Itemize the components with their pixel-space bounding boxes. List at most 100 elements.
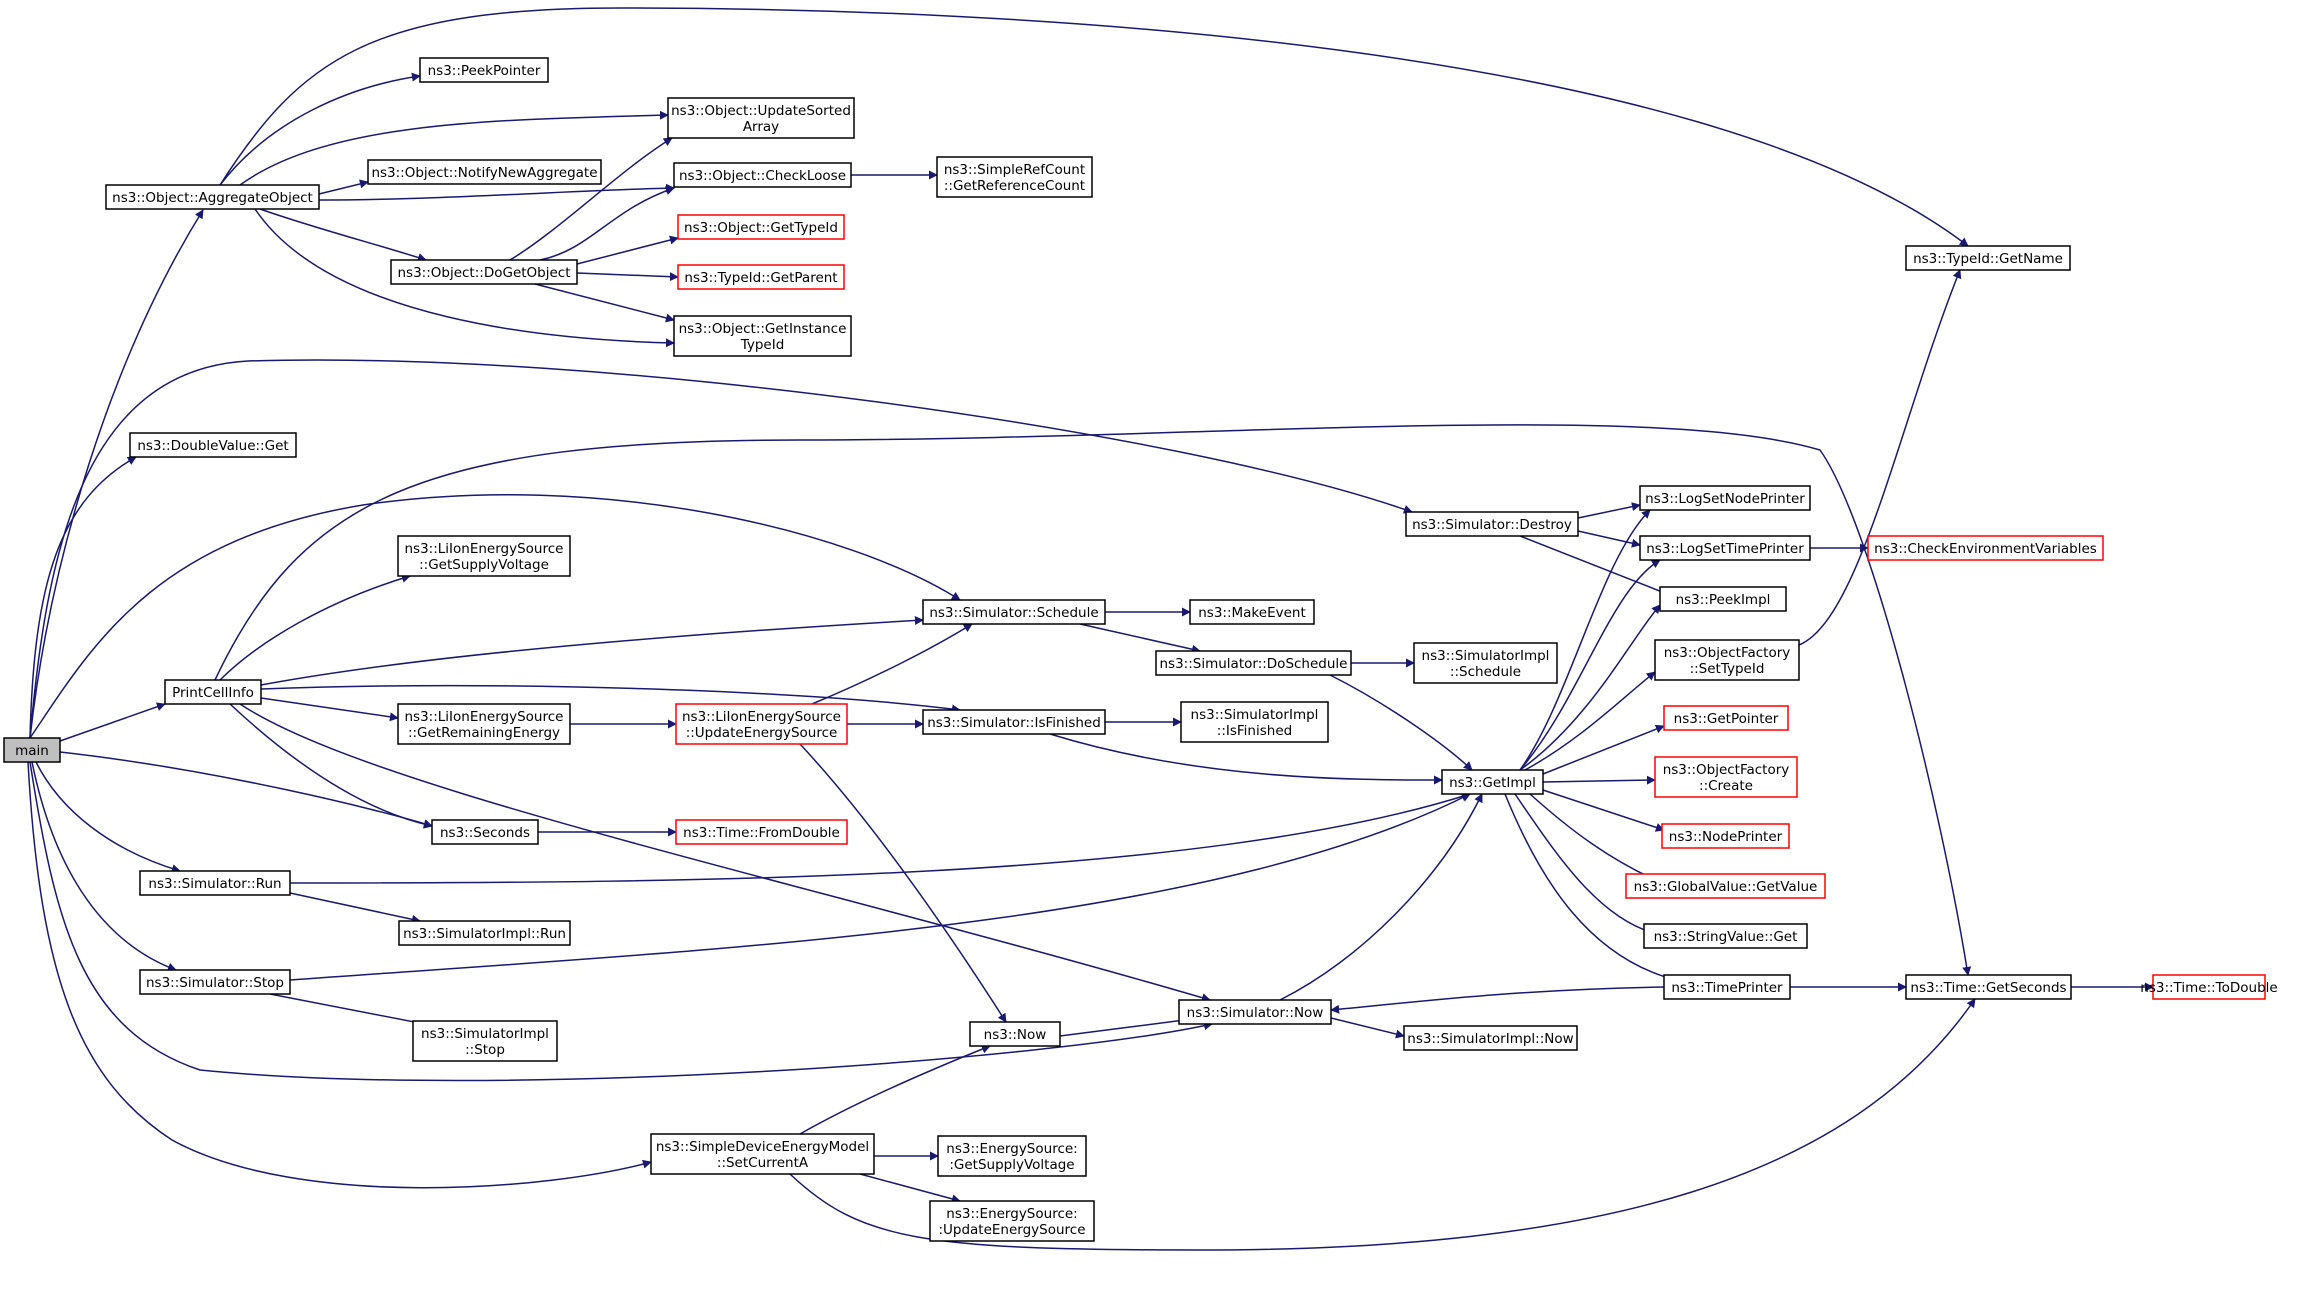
node-getseconds[interactable]: ns3::Time::GetSeconds [1905,974,2072,1000]
node-peekimpl[interactable]: ns3::PeekImpl [1659,586,1787,612]
node-checkloose[interactable]: ns3::Object::CheckLoose [673,162,852,188]
node-label: ns3::Object::GetInstance [679,321,847,337]
node-simsched[interactable]: ns3::Simulator::Schedule [922,599,1106,625]
node-box [1905,245,2071,271]
edge-aggregate-to-peekptr [219,72,421,186]
node-label: PrintCellInfo [172,685,254,701]
edge-simrun-to-getimpl [289,792,1471,884]
node-box [164,679,262,705]
edge-aggregate-to-notify [318,179,369,195]
node-label: ns3::LogSetTimePrinter [1646,541,1804,557]
node-label: ns3::EnergySource: [946,1206,1077,1222]
edge-liionupd-to-simsched [811,623,973,705]
node-peekptr[interactable]: ns3::PeekPointer [419,57,549,83]
edge-simsched-to-dosched [1079,623,1201,654]
node-simrun[interactable]: ns3::Simulator::Run [139,870,291,896]
edge-aggregate-to-dogetobj [259,208,427,262]
node-box [922,599,1106,625]
node-label: ns3::ObjectFactory [1663,762,1790,778]
node-simstop[interactable]: ns3::Simulator::Stop [139,969,291,995]
node-label: ns3::Time::FromDouble [683,825,840,841]
edge-printcell-to-simnow [239,703,1211,1003]
edge-ofsettype-to-typeidname [1798,269,1962,646]
node-notify[interactable]: ns3::Object::NotifyNewAggregate [367,159,602,185]
edge-simstop-to-simimplstop [269,993,441,1030]
node-label: ns3::CheckEnvironmentVariables [1874,541,2097,557]
node-gettypeid[interactable]: ns3::Object::GetTypeId [677,214,845,240]
edge-getimpl-to-svget [1514,793,1661,938]
node-dosched[interactable]: ns3::Simulator::DoSchedule [1155,650,1352,676]
node-isfinished[interactable]: ns3::Simulator::IsFinished [922,709,1106,735]
node-logtime[interactable]: ns3::LogSetTimePrinter [1639,535,1811,561]
node-liionvolt[interactable]: ns3::LiIonEnergySource::GetSupplyVoltage [397,535,571,577]
edge-sdem-to-esupd [859,1173,961,1204]
node-simimplnow[interactable]: ns3::SimulatorImpl::Now [1403,1025,1578,1051]
node-label: ::GetSupplyVoltage [419,557,549,573]
node-seconds[interactable]: ns3::Seconds [431,819,539,845]
node-simimplrun[interactable]: ns3::SimulatorImpl::Run [398,920,571,946]
node-typeidname[interactable]: ns3::TypeId::GetName [1905,245,2071,271]
node-label: ns3::Simulator::Run [148,876,281,892]
node-timeprinter[interactable]: ns3::TimePrinter [1663,974,1791,1000]
node-box [1659,586,1787,612]
node-label: ::IsFinished [1217,723,1292,739]
node-label: main [15,743,49,759]
node-ofsettype[interactable]: ns3::ObjectFactory::SetTypeId [1654,639,1800,681]
edge-main-to-simsched [29,493,961,739]
node-todouble[interactable]: ns3::Time::ToDouble [2140,974,2278,1000]
node-getpointer[interactable]: ns3::GetPointer [1663,705,1789,731]
node-simimplsched[interactable]: ns3::SimulatorImpl::Schedule [1413,642,1558,684]
node-getparent[interactable]: ns3::TypeId::GetParent [677,264,845,290]
node-label: ns3::SimulatorImpl [421,1026,549,1042]
node-box [937,1135,1087,1177]
node-label: ns3::SimulatorImpl::Now [1407,1031,1573,1047]
node-esupd[interactable]: ns3::EnergySource::UpdateEnergySource [929,1200,1095,1242]
node-dogetobj[interactable]: ns3::Object::DoGetObject [390,259,578,285]
edge-dogetobj-to-gettypeid [576,235,679,265]
node-label: ::GetRemainingEnergy [408,725,560,741]
node-simimplfin[interactable]: ns3::SimulatorImpl::IsFinished [1180,701,1329,743]
node-liionupd[interactable]: ns3::LiIonEnergySource::UpdateEnergySour… [675,703,848,745]
node-printcell[interactable]: PrintCellInfo [164,679,262,705]
node-sdem[interactable]: ns3::SimpleDeviceEnergyModel::SetCurrent… [650,1133,875,1175]
node-label: ns3::MakeEvent [1198,605,1306,621]
node-box [1661,823,1790,849]
node-ofcreate[interactable]: ns3::ObjectFactory::Create [1654,756,1798,798]
node-label: ns3::Seconds [440,825,530,841]
node-svget[interactable]: ns3::StringValue::Get [1643,923,1808,949]
node-liionrem[interactable]: ns3::LiIonEnergySource::GetRemainingEner… [397,703,571,745]
node-fromdouble[interactable]: ns3::Time::FromDouble [675,819,848,845]
node-now[interactable]: ns3::Now [969,1021,1061,1047]
node-aggregate[interactable]: ns3::Object::AggregateObject [105,184,320,210]
node-main[interactable]: main [3,737,61,763]
node-lognode[interactable]: ns3::LogSetNodePrinter [1639,485,1811,511]
edge-dosched-to-getimpl [1329,674,1473,771]
edge-printcell-to-simsched [260,615,924,686]
node-gvgetvalue[interactable]: ns3::GlobalValue::GetValue [1625,873,1826,899]
node-label: ns3::GetImpl [1449,775,1536,791]
node-simnow[interactable]: ns3::Simulator::Now [1178,999,1332,1025]
node-label: TypeId [740,337,785,353]
node-checkenv[interactable]: ns3::CheckEnvironmentVariables [1867,535,2104,561]
node-simimplstop[interactable]: ns3::SimulatorImpl::Stop [412,1020,558,1062]
node-label: ::Schedule [1450,664,1521,680]
node-label: ns3::Object::GetTypeId [684,220,838,236]
node-simdestroy[interactable]: ns3::Simulator::Destroy [1405,511,1579,537]
node-makeevent[interactable]: ns3::MakeEvent [1189,599,1315,625]
node-box [1413,642,1558,684]
node-getrefcount[interactable]: ns3::SimpleRefCount::GetReferenceCount [936,156,1093,198]
edge-simdestroy-to-logtime [1577,530,1641,548]
node-label: ::Create [1699,778,1753,794]
node-esvolt[interactable]: ns3::EnergySource::GetSupplyVoltage [937,1135,1087,1177]
node-box [1663,705,1789,731]
node-box [397,703,571,745]
node-dvget[interactable]: ns3::DoubleValue::Get [129,432,297,458]
edge-sdem-to-now [799,1044,991,1135]
edge-printcell-to-liionvolt [219,574,411,681]
node-nodeprinter[interactable]: ns3::NodePrinter [1661,823,1790,849]
edge-getimpl-to-lognode [1519,509,1651,771]
node-label: ns3::SimpleDeviceEnergyModel [656,1139,869,1155]
node-getimpl[interactable]: ns3::GetImpl [1441,769,1544,795]
